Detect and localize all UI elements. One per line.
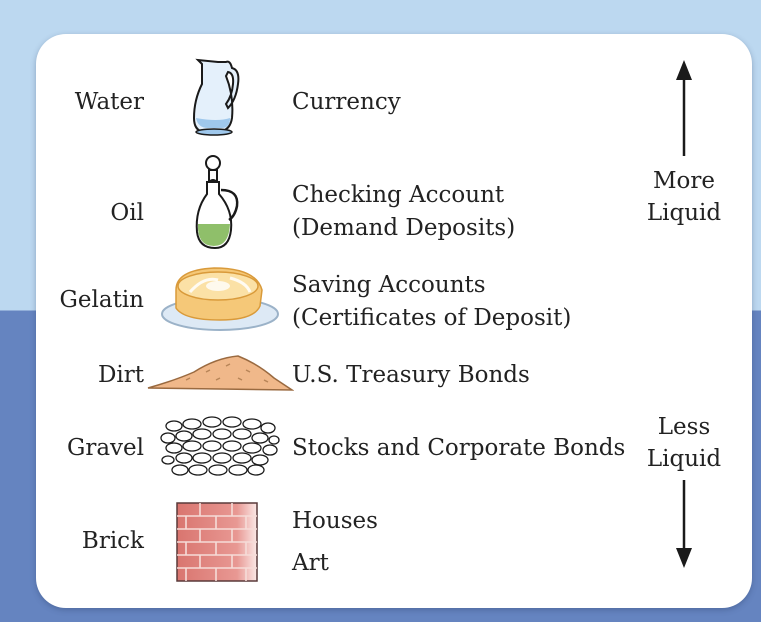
substance-label-gravel: Gravel (66, 435, 144, 461)
water-pitcher-icon (192, 58, 240, 136)
brick-wall-icon (176, 502, 258, 582)
oil-cruet-icon (195, 155, 239, 250)
asset-label-houses: Houses (292, 508, 378, 534)
gelatin-mold-icon (161, 267, 279, 331)
substance-label-dirt: Dirt (97, 362, 144, 388)
dirt-pile-icon (147, 355, 294, 391)
gravel-pile-icon (160, 416, 280, 476)
asset-label-art: Art (292, 550, 329, 576)
asset-label-currency: Currency (292, 89, 401, 115)
substance-label-oil: Oil (110, 200, 144, 226)
more-liquid-arrow-icon (676, 60, 692, 156)
less-liquid-label-1: Less (657, 414, 711, 440)
asset-label-checking: Checking Account (292, 182, 505, 208)
liquidity-card (36, 34, 752, 608)
asset-label-certificates: (Certificates of Deposit) (292, 305, 572, 331)
substance-label-gelatin: Gelatin (59, 287, 144, 313)
more-liquid-label-1: More (652, 168, 715, 194)
asset-label-treasury: U.S. Treasury Bonds (292, 362, 530, 388)
asset-label-saving: Saving Accounts (292, 272, 486, 298)
substance-label-brick: Brick (81, 528, 144, 554)
asset-label-demand-deposits: (Demand Deposits) (292, 215, 516, 241)
less-liquid-arrow-icon (676, 480, 692, 568)
more-liquid-label-2: Liquid (646, 200, 722, 226)
less-liquid-label-2: Liquid (646, 446, 722, 472)
substance-label-water: Water (74, 89, 144, 115)
asset-label-stocks: Stocks and Corporate Bonds (292, 435, 626, 461)
